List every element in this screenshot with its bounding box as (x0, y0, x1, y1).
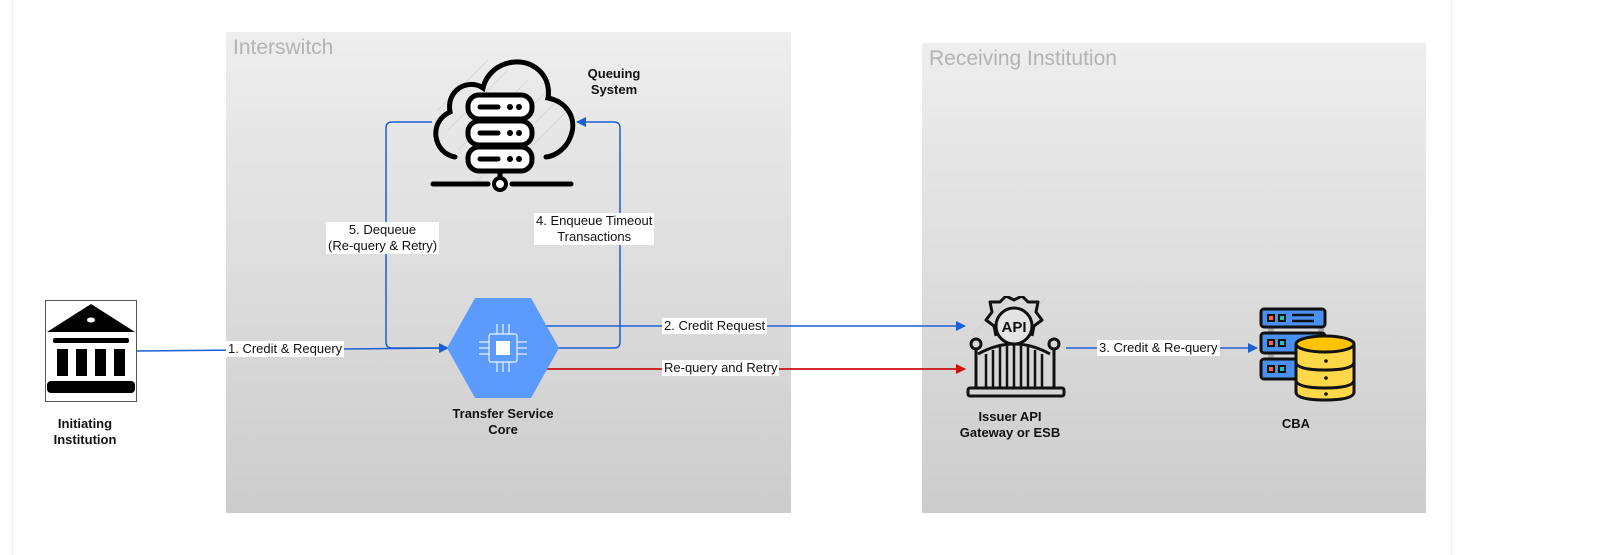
cloud-server-icon[interactable] (428, 50, 578, 195)
receiving-institution-title: Receiving Institution (929, 47, 1117, 70)
initiating-institution-label: Initiating Institution (35, 416, 135, 448)
initiating-institution-label-line2: Institution (53, 432, 117, 447)
edge-4-label: 4. Enqueue Timeout Transactions (534, 213, 655, 245)
queuing-system-label-line2: System (590, 82, 638, 97)
edge-3-label: 3. Credit & Re-query (1097, 340, 1220, 356)
issuer-api-gateway-label: Issuer API Gateway or ESB (950, 409, 1070, 441)
edge-4-label-line1: 4. Enqueue Timeout (536, 213, 653, 228)
issuer-api-gateway-label-line2: Gateway or ESB (959, 425, 1061, 440)
api-gateway-icon-text: API (1001, 319, 1026, 336)
edge-5-label-line1: 5. Dequeue (348, 222, 417, 237)
edge-requery-retry-label: Re-query and Retry (662, 360, 780, 376)
transfer-service-core-label-line1: Transfer Service (452, 406, 554, 421)
api-gateway-icon[interactable]: API (966, 296, 1068, 400)
queuing-system-label-line1: Queuing (587, 66, 641, 81)
queuing-system-label: Queuing System (574, 66, 654, 98)
cba-label: CBA (1281, 416, 1311, 431)
edge-2-label: 2. Credit Request (662, 318, 768, 334)
bank-icon[interactable] (45, 300, 137, 402)
initiating-institution-label-line1: Initiating (57, 416, 113, 431)
transfer-service-core-label: Transfer Service Core (440, 406, 566, 438)
cpu-hexagon-icon[interactable] (447, 298, 559, 400)
page-border-left (12, 0, 13, 555)
receiving-institution-container[interactable]: Receiving Institution (922, 43, 1426, 513)
issuer-api-gateway-label-line1: Issuer API (978, 409, 1042, 424)
edge-1-label: 1. Credit & Requery (226, 341, 345, 357)
interswitch-title: Interswitch (233, 36, 334, 59)
edge-4-label-line2: Transactions (557, 229, 632, 244)
edge-5-label: 5. Dequeue (Re-query & Retry) (326, 222, 440, 254)
edge-5-label-line2: (Re-query & Retry) (328, 238, 438, 253)
transfer-service-core-label-line2: Core (488, 422, 518, 437)
server-database-icon[interactable] (1258, 306, 1358, 404)
page-border-right (1451, 0, 1452, 555)
